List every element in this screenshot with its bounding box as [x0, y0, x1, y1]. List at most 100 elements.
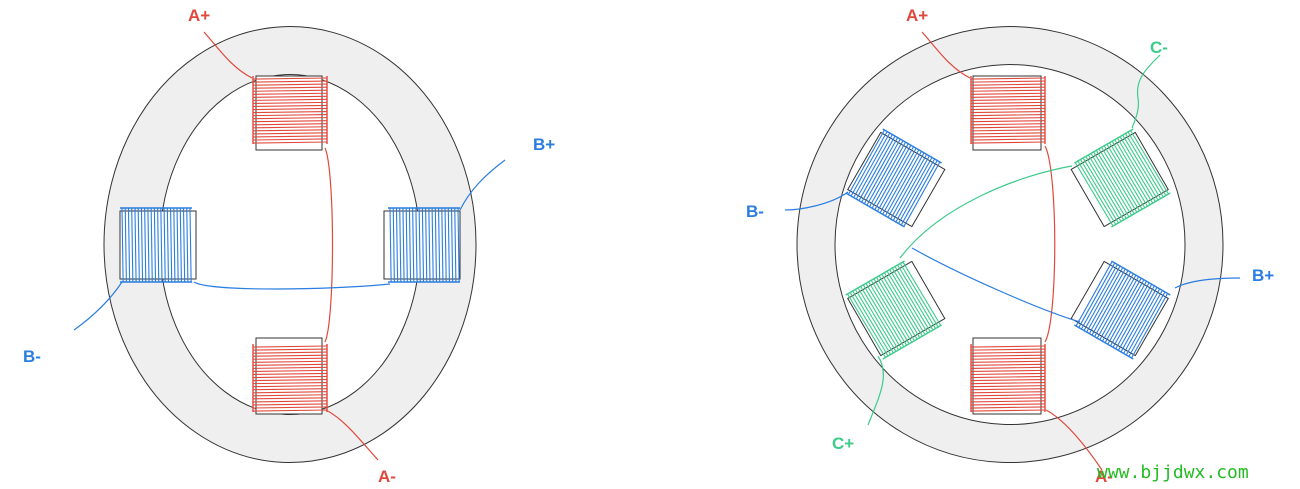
coil-a-top	[970, 76, 1046, 144]
coil-turn	[176, 207, 179, 283]
coil-turn	[845, 260, 905, 296]
coil-turn	[189, 207, 192, 283]
coil-turn	[882, 324, 942, 360]
coil-turn	[970, 107, 1046, 111]
label-b-minus: B-	[746, 202, 764, 221]
watermark: www.bjjdwx.com	[1097, 462, 1249, 483]
coil-turn	[252, 375, 328, 379]
coil-turn	[970, 357, 1046, 360]
coil-turn	[900, 160, 938, 226]
coil-turn	[970, 92, 1046, 95]
coil-turn	[252, 397, 328, 400]
coil-turn	[252, 120, 328, 123]
coil-turn	[1079, 159, 1119, 224]
coil-turn	[1125, 290, 1163, 356]
coil-turn	[970, 391, 1046, 394]
label-c-minus: C-	[1150, 38, 1168, 57]
wire-a-minus-lead	[1045, 409, 1103, 471]
coil-turn	[405, 207, 408, 283]
coil-turn	[970, 354, 1046, 357]
coil-turn	[441, 207, 444, 283]
coil-turn	[1117, 285, 1155, 351]
coil-turn	[450, 207, 454, 283]
coil-turn	[876, 276, 915, 342]
coil-turn	[252, 345, 328, 348]
coil-turn	[252, 129, 328, 132]
coil-turn	[897, 264, 937, 329]
coil-turn	[395, 207, 399, 283]
coil-turn	[862, 284, 902, 349]
coil-turn	[434, 207, 438, 283]
coil-turn	[140, 207, 144, 283]
coil-turn	[425, 207, 428, 283]
label-b-plus: B+	[533, 135, 555, 154]
coil-turn	[970, 385, 1046, 388]
coil-turn	[850, 131, 888, 197]
label-b-minus: B-	[23, 347, 41, 366]
coil-turn	[1111, 140, 1151, 205]
coil-turn	[876, 146, 914, 212]
coil-turn	[1104, 277, 1142, 344]
coil-turn	[1111, 192, 1171, 228]
coil-turn	[881, 273, 921, 338]
coil-turn	[415, 207, 418, 283]
coil-turn	[1095, 150, 1135, 215]
coil-a-bottom	[970, 344, 1046, 412]
coil-turn	[153, 207, 157, 283]
coil-turn	[252, 378, 328, 382]
coil-turn	[252, 141, 328, 144]
coil-turn	[418, 207, 421, 283]
coil-turn	[1109, 142, 1148, 207]
coil-turn	[1083, 265, 1121, 331]
coil-turn	[182, 207, 186, 283]
coil-turn	[252, 101, 328, 104]
coil-turn	[868, 281, 907, 346]
coil-turn	[1123, 288, 1161, 354]
coil-turn	[847, 129, 885, 195]
coil-turn	[252, 104, 328, 108]
coil-turn	[970, 126, 1046, 129]
coil-turn	[887, 152, 925, 218]
coil-turn	[970, 110, 1046, 114]
coil-turn	[1074, 128, 1134, 164]
coil-turn	[871, 143, 909, 209]
coil-turn	[144, 207, 147, 283]
coil-turn	[889, 269, 929, 334]
coil-turn	[1114, 139, 1154, 204]
coil-turn	[252, 107, 328, 111]
coil-turn	[252, 138, 328, 141]
coil-turn	[970, 101, 1046, 104]
coil-turn	[1115, 284, 1153, 350]
pole-b-lower-right	[1070, 260, 1171, 360]
coil-turn	[252, 117, 328, 120]
coil-turn	[1086, 267, 1124, 333]
pole-b-right	[383, 207, 461, 283]
coil-turn	[157, 207, 160, 283]
coil-turn	[1119, 136, 1159, 201]
coil-turn	[1099, 274, 1137, 341]
coil-turn	[252, 363, 328, 366]
coil-turn	[1128, 291, 1166, 357]
coil-turn	[1127, 131, 1167, 196]
coil-turn	[853, 132, 891, 198]
coil-turn	[1094, 271, 1132, 337]
coil-turn	[252, 394, 328, 397]
coil-turn	[970, 114, 1046, 117]
coil-turn	[252, 366, 328, 369]
coil-turn	[849, 292, 889, 357]
coil-a-top	[252, 76, 328, 144]
coil-turn	[970, 104, 1046, 108]
coil-turn	[882, 128, 942, 164]
wire-b-plus-lead	[1174, 277, 1241, 289]
coil-turn	[252, 92, 328, 95]
coil-turn	[1087, 154, 1127, 219]
coil-turn	[1093, 151, 1133, 216]
coil-turn	[1130, 130, 1170, 195]
coil-turn	[1111, 260, 1171, 296]
coil-turn	[392, 207, 395, 283]
coil-turn	[1074, 324, 1134, 360]
wire-c-minus-lead	[1131, 54, 1161, 129]
wire-a-minus-lead	[325, 409, 379, 461]
pole-b-left	[119, 207, 197, 283]
